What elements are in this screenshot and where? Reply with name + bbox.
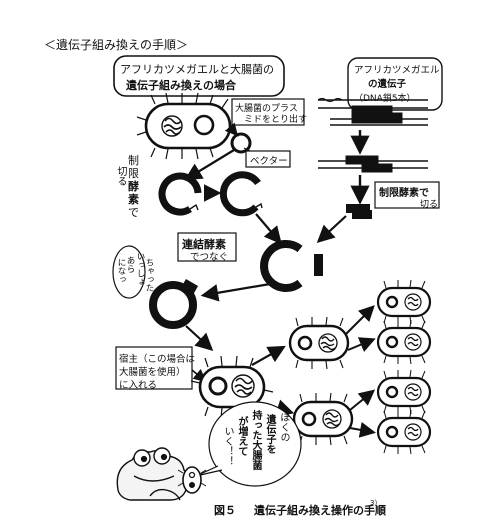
frog-gene-box: [347, 57, 443, 111]
frog-dna-fragment: [346, 204, 370, 213]
plasmid-recombinant: [149, 281, 197, 329]
bacterium-held: [177, 466, 207, 494]
figure-caption-ref: 3）: [370, 499, 382, 507]
cut-left-label-3: 酵: [128, 180, 139, 193]
ligase-label-1: 連結酵素: [182, 238, 226, 251]
connected-bubble: [112, 245, 146, 299]
speech-label-1: ぼくの: [278, 412, 289, 442]
bacterium-gen3-a: [376, 279, 432, 325]
cut-left-label-4: 素: [128, 193, 139, 206]
connected-label-3: になっ: [116, 258, 126, 284]
ligase-box: [177, 232, 237, 262]
frog-case-box: [113, 55, 285, 97]
cut-left-label-1: 制: [128, 154, 139, 167]
frog-case-label-2: 遺伝子組み換えの場合: [126, 79, 236, 92]
frog-speech-bubble: [208, 401, 302, 487]
plasmid-ligating: [260, 240, 303, 292]
bacterium-gen3-b: [376, 319, 432, 365]
ligase-label-2: でつなぐ: [190, 252, 229, 263]
page-title: ＜遺伝子組み換えの手順＞: [44, 38, 189, 52]
vector-label: ベクター: [250, 156, 288, 167]
connected-label-1: あら: [125, 256, 135, 273]
figure-caption: 遺伝子組み換え操作の手順: [254, 504, 386, 517]
frog-case-label-1: アフリカツメガエルと大腸菌の: [120, 63, 274, 76]
vector-box: [245, 150, 291, 168]
frog-dna-strands: [317, 97, 428, 126]
cut-right-label-2: 切る: [420, 200, 439, 210]
frog-gene-label-1: アフリカツメガエル: [354, 65, 440, 76]
bacterium-gen2-a: [288, 316, 350, 370]
cut-right-label-1: 制限酵素で: [379, 188, 429, 199]
plasmid-open: [219, 171, 261, 217]
bacterium-host: [190, 355, 274, 419]
connected-label-4: ちゃった: [144, 258, 154, 292]
host-label-1: 宿主（この場合は: [119, 354, 196, 365]
plasmid-extract-box: [231, 98, 305, 126]
cut-left-label-5: で: [128, 206, 139, 219]
host-label-3: に入れる: [119, 380, 158, 391]
host-label-2: 大腸菌を使用）: [119, 367, 186, 378]
frog-gene-label-3: （DNA鎖5本）: [354, 94, 416, 104]
host-box: [115, 346, 193, 390]
bacterium-gen3-d: [376, 409, 432, 455]
speech-label-5: いく！！: [222, 426, 233, 466]
connected-label-2: いっしょ: [135, 252, 145, 286]
bacterium-top: [136, 92, 240, 160]
speech-label-4: が増えて: [236, 416, 247, 456]
speech-label-2: 遺伝子を: [264, 414, 275, 454]
plasmid-small: [230, 132, 252, 154]
plasmid-cut-1: [158, 172, 202, 216]
cut-left-label-2: 限: [128, 167, 139, 180]
figure-number: 図５: [214, 504, 236, 517]
cut-left-label-6: 切る: [115, 166, 126, 186]
bacterium-gen3-c: [376, 369, 432, 415]
plasmid-extract-label-1: 大腸菌のプラス: [235, 104, 298, 114]
cut-right-box: [374, 181, 440, 209]
bacterium-gen2-b: [292, 392, 354, 446]
frog-dna-cut: [318, 155, 428, 173]
frog-gene-label-2: の遺伝子: [368, 79, 407, 90]
frog-illustration: [116, 447, 190, 501]
speech-label-3: 持った大腸菌: [250, 410, 261, 470]
plasmid-extract-label-2: ミドをとり出す: [244, 115, 308, 125]
